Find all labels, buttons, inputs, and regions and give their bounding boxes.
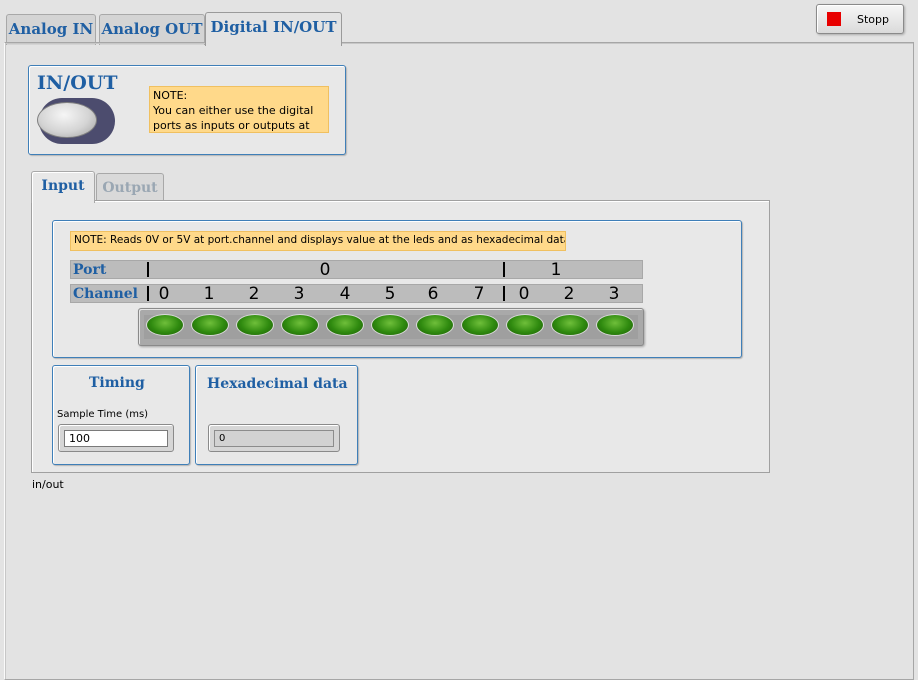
led-indicator — [191, 314, 229, 336]
channel-number: 6 — [427, 284, 439, 304]
channel-number: 1 — [203, 284, 215, 304]
port-number: 1 — [550, 260, 562, 280]
inout-group: IN/OUT NOTE: You can either use the digi… — [28, 65, 346, 155]
led-indicator — [146, 314, 184, 336]
sample-time-input[interactable]: 100 — [64, 430, 168, 447]
channel-number: 7 — [473, 284, 485, 304]
led-indicator — [506, 314, 544, 336]
channel-number: 2 — [563, 284, 575, 304]
channel-label: Channel — [73, 286, 138, 302]
channel-separator — [147, 286, 149, 301]
channel-row: Channel 0 1 2 3 4 5 6 7 0 2 3 — [70, 284, 643, 303]
port-row: Port 0 1 — [70, 260, 643, 279]
tab-input[interactable]: Input — [31, 171, 95, 203]
inout-note: NOTE: You can either use the digital por… — [149, 86, 329, 133]
inout-toggle-switch[interactable] — [37, 102, 97, 138]
port-label: Port — [73, 262, 107, 278]
stop-button[interactable]: Stopp — [816, 4, 904, 34]
inout-footer-label: in/out — [32, 478, 64, 491]
tab-analog-in[interactable]: Analog IN — [6, 14, 96, 45]
port-separator — [147, 262, 149, 277]
channel-number: 0 — [518, 284, 530, 304]
hex-group: Hexadecimal data 0 — [195, 365, 358, 465]
port-separator — [503, 262, 505, 277]
channel-number: 4 — [339, 284, 351, 304]
stop-button-label: Stopp — [857, 13, 889, 26]
tab-output[interactable]: Output — [96, 173, 164, 201]
port-number: 0 — [319, 260, 331, 280]
stop-led-icon — [827, 12, 841, 26]
led-indicator — [236, 314, 274, 336]
timing-title: Timing — [89, 375, 145, 391]
channel-separator — [503, 286, 505, 301]
channel-number: 3 — [293, 284, 305, 304]
input-note: NOTE: Reads 0V or 5V at port.channel and… — [70, 231, 566, 251]
channel-number: 0 — [158, 284, 170, 304]
led-indicator — [416, 314, 454, 336]
hex-value-display: 0 — [214, 430, 334, 447]
timing-group: Timing Sample Time (ms) 100 — [52, 365, 190, 465]
led-indicator — [371, 314, 409, 336]
tab-digital-inout[interactable]: Digital IN/OUT — [205, 12, 342, 46]
led-indicator — [596, 314, 634, 336]
channel-number: 3 — [608, 284, 620, 304]
led-indicator — [281, 314, 319, 336]
tab-analog-out[interactable]: Analog OUT — [99, 14, 205, 45]
channel-number: 2 — [248, 284, 260, 304]
sample-time-label: Sample Time (ms) — [57, 409, 149, 420]
led-indicator — [326, 314, 364, 336]
led-indicator — [461, 314, 499, 336]
channel-number: 5 — [384, 284, 396, 304]
led-indicator — [551, 314, 589, 336]
inout-title: IN/OUT — [37, 72, 118, 94]
hex-title: Hexadecimal data — [207, 376, 348, 392]
